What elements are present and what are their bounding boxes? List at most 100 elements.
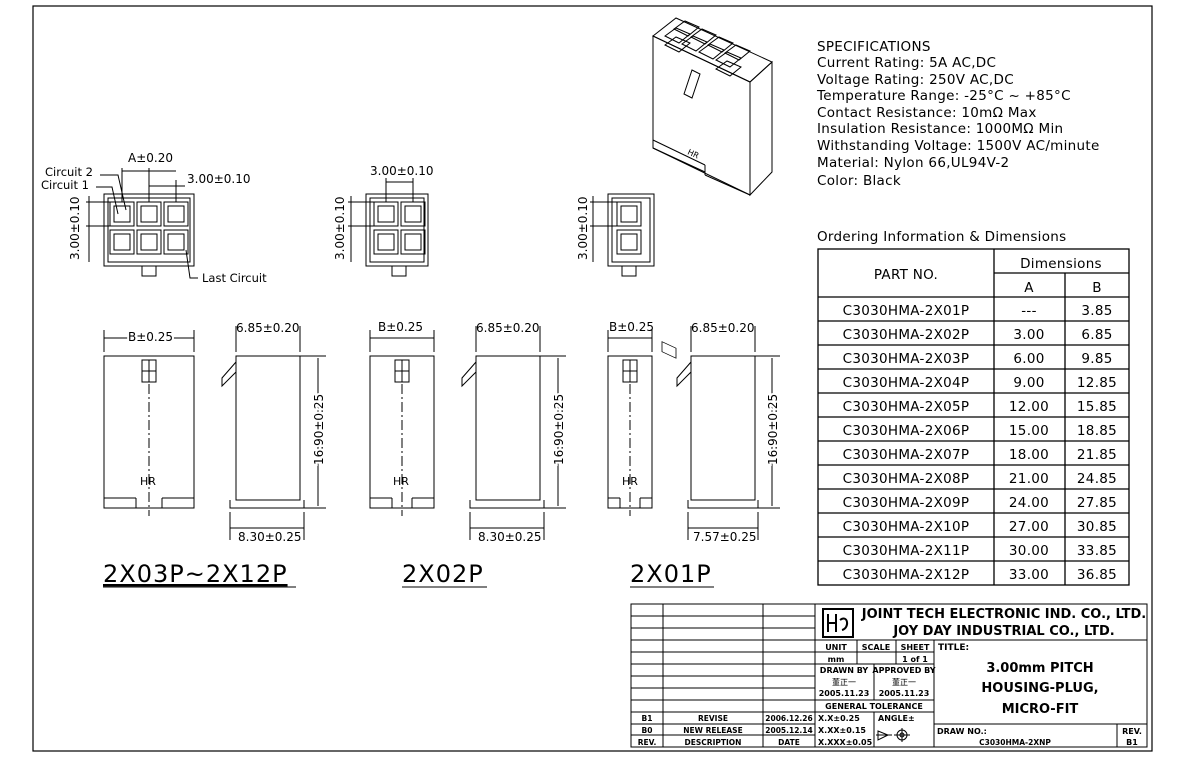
ordering-cell-part: C3030HMA-2X06P <box>843 423 970 439</box>
title-line-2: HOUSING-PLUG, <box>981 681 1098 696</box>
ordering-cell-a: 12.00 <box>1009 399 1049 415</box>
ordering-cell-part: C3030HMA-2X11P <box>843 543 970 559</box>
ordering-cell-a: 24.00 <box>1009 495 1049 511</box>
sheet-label: SHEET <box>901 643 930 652</box>
title-line-3: MICRO-FIT <box>1002 702 1079 717</box>
front-view-multi <box>103 330 195 516</box>
spec-line-4: Contact Resistance: 10mΩ Max <box>817 105 1037 121</box>
front-view-2x01p <box>607 330 653 516</box>
ordering-cell-b: 12.85 <box>1077 375 1117 391</box>
ordering-cell-a: 30.00 <box>1009 543 1049 559</box>
rev-header-rev: REV. <box>638 738 657 747</box>
dim-685-3: 6.85±0.20 <box>691 321 755 335</box>
ordering-part-header: PART NO. <box>874 267 938 283</box>
ordering-dims-header: Dimensions <box>1020 256 1102 272</box>
ordering-cell-part: C3030HMA-2X10P <box>843 519 970 535</box>
rev-value: B1 <box>1126 738 1138 747</box>
ordering-cell-b: 24.85 <box>1077 471 1117 487</box>
angle-label: ANGLE± <box>878 714 915 723</box>
dim-b-3: B±0.25 <box>609 320 654 334</box>
dim-pitch-top1: 3.00±0.10 <box>187 172 251 186</box>
dim-pitch-side2: 3.00±0.10 <box>333 197 347 261</box>
spec-line-3: Temperature Range: -25°C ~ +85°C <box>816 88 1071 104</box>
ordering-cell-part: C3030HMA-2X12P <box>843 567 970 583</box>
specifications-block: SPECIFICATIONS Current Rating: 5A AC,DC … <box>816 39 1100 189</box>
ordering-cell-b: 6.85 <box>1081 327 1112 343</box>
ordering-cell-a: 3.00 <box>1013 327 1044 343</box>
ordering-cell-b: 21.85 <box>1077 447 1117 463</box>
ordering-cell-b: 36.85 <box>1077 567 1117 583</box>
dim-830-2: 8.30±0.25 <box>478 530 542 544</box>
isometric-connector-sketch: HR <box>652 17 773 359</box>
approved-by-label: APPROVED BY <box>872 666 935 675</box>
spec-line-2: Voltage Rating: 250V AC,DC <box>817 72 1014 88</box>
ordering-cell-b: 27.85 <box>1077 495 1117 511</box>
dim-pitch-side3: 3.00±0.10 <box>576 197 590 261</box>
unit-label: UNIT <box>825 643 847 652</box>
spec-line-6: Withstanding Voltage: 1500V AC/minute <box>817 138 1100 154</box>
dim-830-1: 8.30±0.25 <box>238 530 302 544</box>
spec-line-8: Color: Black <box>817 173 901 189</box>
ordering-cell-part: C3030HMA-2X03P <box>843 351 970 367</box>
ordering-cell-part: C3030HMA-2X04P <box>843 375 970 391</box>
dim-1690-2: 16.90±0.25 <box>552 394 566 465</box>
ordering-heading: Ordering Information & Dimensions <box>817 229 1066 245</box>
label-circuit1: Circuit 1 <box>41 178 89 192</box>
dim-685-1: 6.85±0.20 <box>236 321 300 335</box>
drawn-by-name: 董正一 <box>832 677 856 687</box>
ordering-cell-b: 15.85 <box>1077 399 1117 415</box>
rev-row-2-date: 2005.12.14 <box>765 726 812 735</box>
ordering-cell-part: C3030HMA-2X01P <box>843 303 970 319</box>
title-block-text: JOINT TECH ELECTRONIC IND. CO., LTD. JOY… <box>638 607 1147 747</box>
dim-1690-1: 16.90±0.25 <box>312 394 326 465</box>
ordering-cell-a: 15.00 <box>1009 423 1049 439</box>
tolerance-1: X.X±0.25 <box>818 714 860 723</box>
general-tolerance: GENERAL TOLERANCE <box>825 702 923 711</box>
ordering-cell-a: 9.00 <box>1013 375 1044 391</box>
ordering-cell-part: C3030HMA-2X02P <box>843 327 970 343</box>
ordering-cell-b: 3.85 <box>1081 303 1112 319</box>
dim-685-2: 6.85±0.20 <box>476 321 540 335</box>
spec-line-7: Material: Nylon 66,UL94V-2 <box>817 155 1009 171</box>
company-name-1: JOINT TECH ELECTRONIC IND. CO., LTD. <box>861 607 1146 622</box>
dim-757: 7.57±0.25 <box>693 530 757 544</box>
view-label-2x02p: 2X02P <box>402 560 484 588</box>
hr-mark-2: HR <box>393 475 409 488</box>
rev-row-1-rev: B1 <box>642 714 653 723</box>
ordering-cell-b: 30.85 <box>1077 519 1117 535</box>
side-view-multi <box>221 326 326 540</box>
ordering-cell-b: 33.85 <box>1077 543 1117 559</box>
ordering-cell-b: 9.85 <box>1081 351 1112 367</box>
drawn-by-label: DRAWN BY <box>820 666 869 675</box>
dim-b-1: B±0.25 <box>128 330 173 344</box>
label-last-circuit: Last Circuit <box>202 271 267 285</box>
unit-value: mm <box>828 655 845 664</box>
ordering-cell-a: 6.00 <box>1013 351 1044 367</box>
title-line-1: 3.00mm PITCH <box>986 661 1093 676</box>
spec-line-5: Insulation Resistance: 1000MΩ Min <box>817 121 1063 137</box>
ordering-col-b: B <box>1092 280 1102 296</box>
draw-no-label: DRAW NO.: <box>937 727 987 736</box>
approved-date: 2005.11.23 <box>879 689 930 698</box>
title-block <box>630 603 1148 748</box>
dim-a-top: A±0.20 <box>128 151 173 165</box>
ordering-cell-part: C3030HMA-2X09P <box>843 495 970 511</box>
draw-no-value: C3030HMA-2XNP <box>979 738 1051 747</box>
ordering-cell-a: 18.00 <box>1009 447 1049 463</box>
side-view-2x01p <box>676 326 780 540</box>
svg-text:HR: HR <box>686 148 701 161</box>
hr-mark-3: HR <box>622 475 638 488</box>
sheet-border <box>32 5 1153 752</box>
ordering-col-a: A <box>1024 280 1034 296</box>
approved-by-name: 董正一 <box>892 677 916 687</box>
view-label-multi: 2X03P~2X12P <box>103 560 288 588</box>
drawn-date: 2005.11.23 <box>819 689 870 698</box>
scale-label: SCALE <box>862 643 890 652</box>
ordering-cell-a: 33.00 <box>1009 567 1049 583</box>
top-view-multi <box>86 168 198 279</box>
rev-label: REV. <box>1122 727 1142 736</box>
hr-mark-1: HR <box>140 475 156 488</box>
dim-pitch-side1: 3.00±0.10 <box>68 197 82 261</box>
